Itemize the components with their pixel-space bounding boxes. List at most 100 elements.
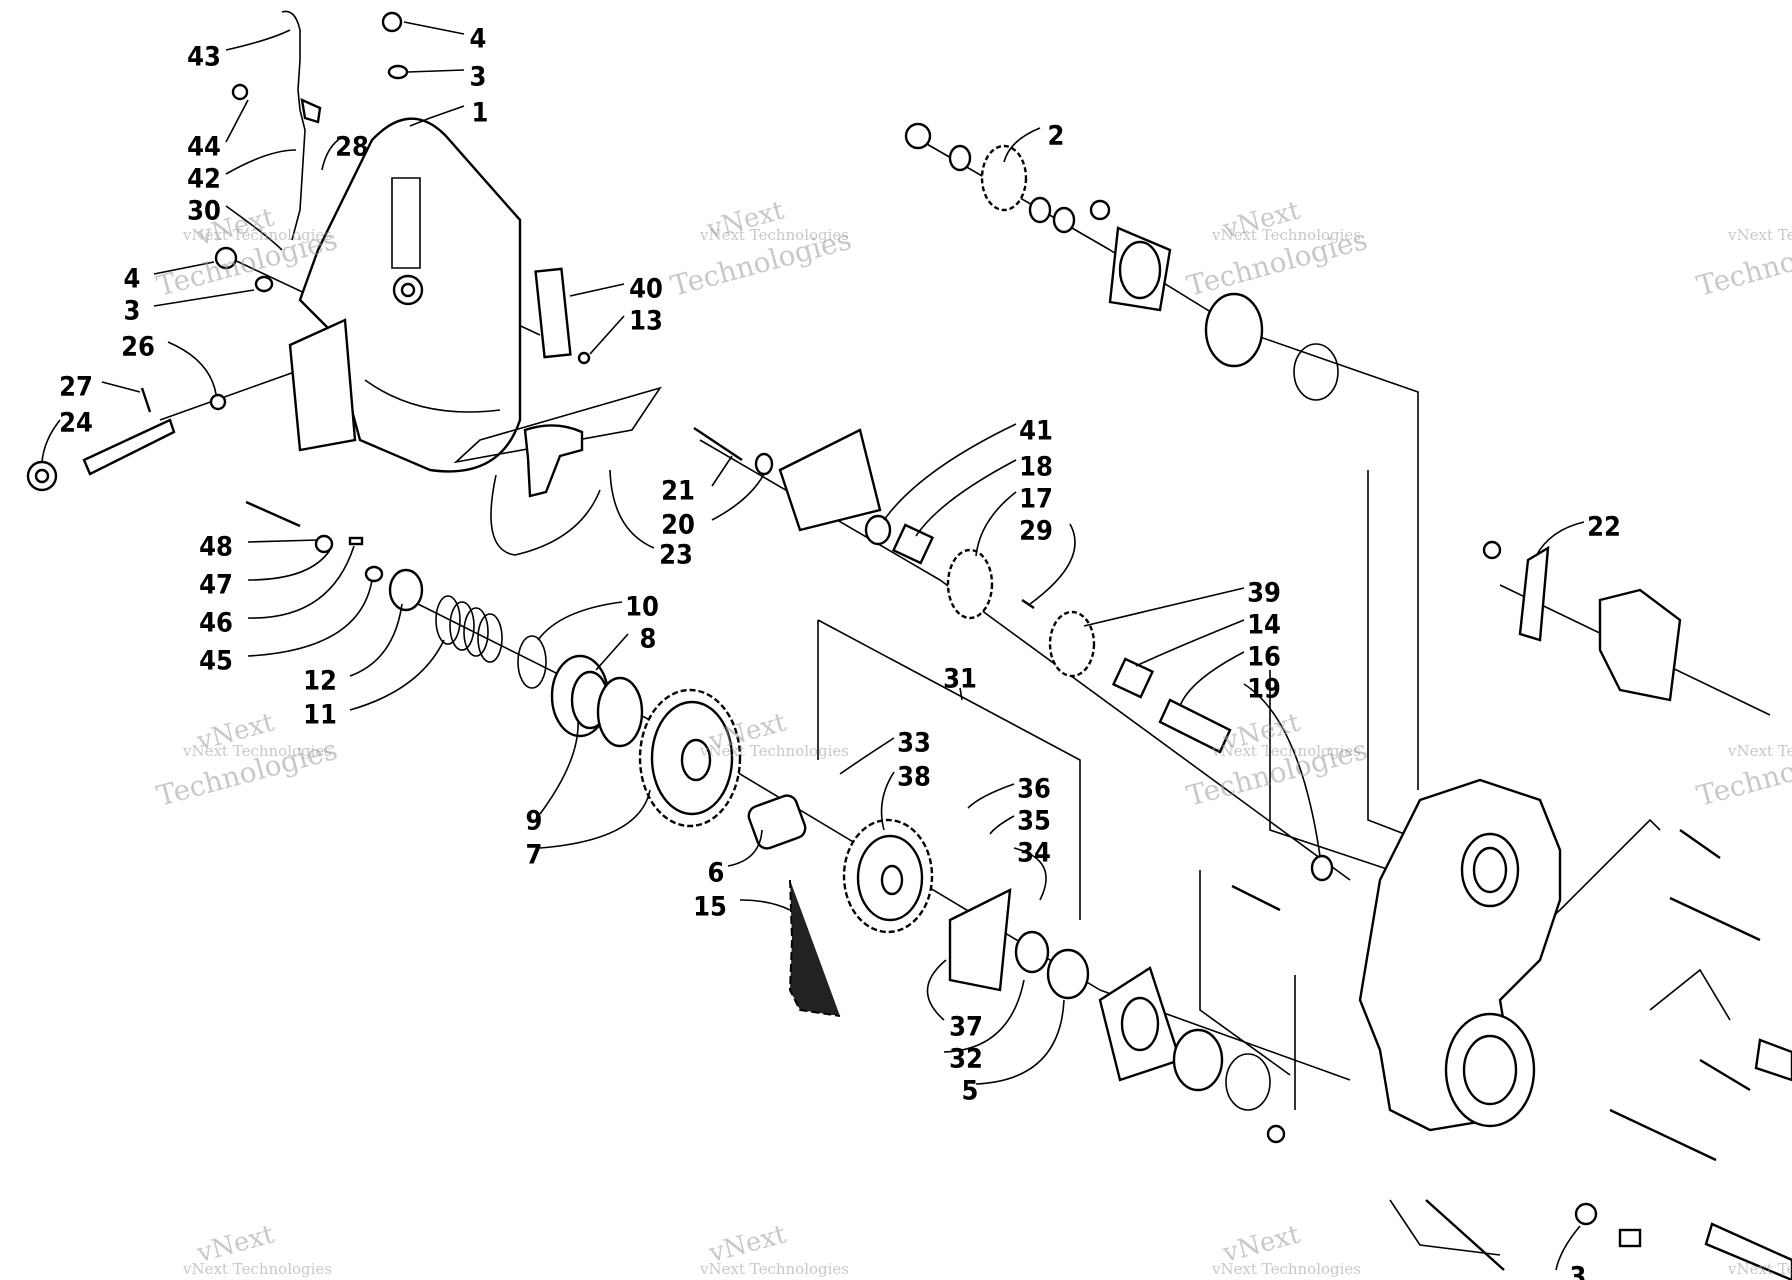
washer-top-2 bbox=[1052, 206, 1076, 234]
callout-41: 41 bbox=[1019, 416, 1053, 447]
callout-30: 30 bbox=[187, 196, 221, 227]
callout-39: 39 bbox=[1247, 578, 1281, 609]
callout-44: 44 bbox=[187, 132, 221, 163]
washer-top bbox=[948, 144, 972, 172]
watermark-line: vNext Technologies bbox=[1211, 226, 1361, 244]
callout-32: 32 bbox=[949, 1044, 983, 1075]
callout-48: 48 bbox=[199, 532, 233, 563]
washer-19 bbox=[1310, 854, 1334, 882]
callout-33: 33 bbox=[897, 728, 931, 759]
watermark-line: vNext Technologies bbox=[182, 742, 332, 760]
callout-37: 37 bbox=[949, 1012, 983, 1043]
callout-10: 10 bbox=[625, 592, 659, 623]
callout-43: 43 bbox=[187, 42, 221, 73]
washer-3-top bbox=[387, 64, 409, 80]
bolt-right-4 bbox=[1609, 1108, 1717, 1162]
pin-27 bbox=[140, 387, 152, 413]
dipstick-rod bbox=[231, 10, 322, 241]
callout-45: 45 bbox=[199, 646, 233, 677]
o-ring-26 bbox=[209, 393, 227, 411]
watermark-line: vNext Technologies bbox=[1727, 742, 1792, 760]
callout-40: 40 bbox=[629, 274, 663, 305]
watermark-line: vNext Technologies bbox=[1211, 1260, 1361, 1278]
callout-34: 34 bbox=[1017, 838, 1051, 869]
bolt-right-2 bbox=[1669, 896, 1761, 942]
plug-4-left bbox=[214, 246, 238, 270]
bolt-21 bbox=[693, 427, 743, 461]
callout-36: 36 bbox=[1017, 774, 1051, 805]
stud-lower bbox=[1231, 884, 1281, 912]
watermark-line: vNext Technologies bbox=[1727, 226, 1792, 244]
sprocket-17 bbox=[946, 548, 994, 620]
bracket-middle bbox=[778, 428, 882, 532]
bolt-right-1 bbox=[1679, 829, 1721, 859]
screw-13 bbox=[577, 351, 591, 365]
callout-18: 18 bbox=[1019, 452, 1053, 483]
nut-22 bbox=[1482, 540, 1502, 560]
callout-24: 24 bbox=[59, 408, 93, 439]
bolt-bottom bbox=[1425, 1199, 1505, 1271]
watermark-line: vNext Technologies bbox=[1211, 742, 1361, 760]
callout-1: 1 bbox=[472, 98, 489, 129]
callout-38: 38 bbox=[897, 762, 931, 793]
callout-7: 7 bbox=[526, 840, 543, 871]
washer-20 bbox=[754, 452, 774, 476]
hub-37 bbox=[948, 887, 1012, 992]
callout-5: 5 bbox=[962, 1076, 979, 1107]
shaft-24 bbox=[26, 418, 176, 492]
bolt-3-bottom bbox=[1618, 1228, 1642, 1248]
callout-47: 47 bbox=[199, 570, 233, 601]
chaincase-cover bbox=[288, 117, 522, 473]
spacer-top bbox=[1028, 196, 1052, 224]
leader-lines bbox=[41, 21, 1585, 1271]
parts-drawing bbox=[26, 10, 1792, 1280]
callout-42: 42 bbox=[187, 164, 221, 195]
callout-3: 3 bbox=[124, 296, 141, 327]
callout-26: 26 bbox=[121, 332, 155, 363]
callout-12: 12 bbox=[303, 666, 337, 697]
input-shaft bbox=[1754, 1038, 1792, 1082]
washer-5 bbox=[1046, 948, 1090, 1000]
gearcase-housing bbox=[1358, 778, 1562, 1132]
snap-ring-10 bbox=[517, 635, 547, 689]
tensioner-bolt-48 bbox=[245, 500, 424, 612]
gasket-23 bbox=[453, 386, 662, 556]
upper-bearing-flange bbox=[1108, 226, 1339, 401]
callout-9: 9 bbox=[526, 806, 543, 837]
plug-4-top bbox=[381, 11, 403, 33]
spacer-16 bbox=[1158, 698, 1232, 754]
callout-2: 2 bbox=[1048, 121, 1065, 152]
callout-46: 46 bbox=[199, 608, 233, 639]
side-plate bbox=[1598, 588, 1682, 702]
lower-bearing-flange bbox=[1098, 966, 1271, 1111]
nut-lower bbox=[1266, 1124, 1286, 1144]
callout-15: 15 bbox=[693, 892, 727, 923]
sprocket-39 bbox=[1048, 610, 1096, 678]
needle-bearing-32 bbox=[1014, 930, 1050, 974]
callout-3: 3 bbox=[1570, 1262, 1587, 1280]
spacer-41 bbox=[864, 514, 892, 546]
sprocket-6 bbox=[747, 794, 807, 850]
bolt-right-3 bbox=[1699, 1058, 1751, 1092]
callout-35: 35 bbox=[1017, 806, 1051, 837]
callout-16: 16 bbox=[1247, 642, 1281, 673]
watermark-line: vNext Technologies bbox=[699, 742, 849, 760]
callout-28: 28 bbox=[335, 132, 369, 163]
callout-23: 23 bbox=[659, 540, 693, 571]
spring-11 bbox=[435, 595, 503, 663]
callout-13: 13 bbox=[629, 306, 663, 337]
washer-3-bottom bbox=[1574, 1202, 1598, 1226]
callout-8: 8 bbox=[640, 624, 657, 655]
callout-22: 22 bbox=[1587, 512, 1621, 543]
watermark-line: vNext Technologies bbox=[699, 1260, 849, 1278]
callout-11: 11 bbox=[303, 700, 337, 731]
output-shaft bbox=[1704, 1222, 1792, 1280]
callout-3: 3 bbox=[470, 62, 487, 93]
bracket-22 bbox=[1518, 545, 1550, 642]
sprocket-2 bbox=[980, 144, 1028, 212]
callout-6: 6 bbox=[708, 858, 725, 889]
watermark-line: vNext Technologies bbox=[182, 226, 332, 244]
watermark-line: vNext Technologies bbox=[699, 226, 849, 244]
